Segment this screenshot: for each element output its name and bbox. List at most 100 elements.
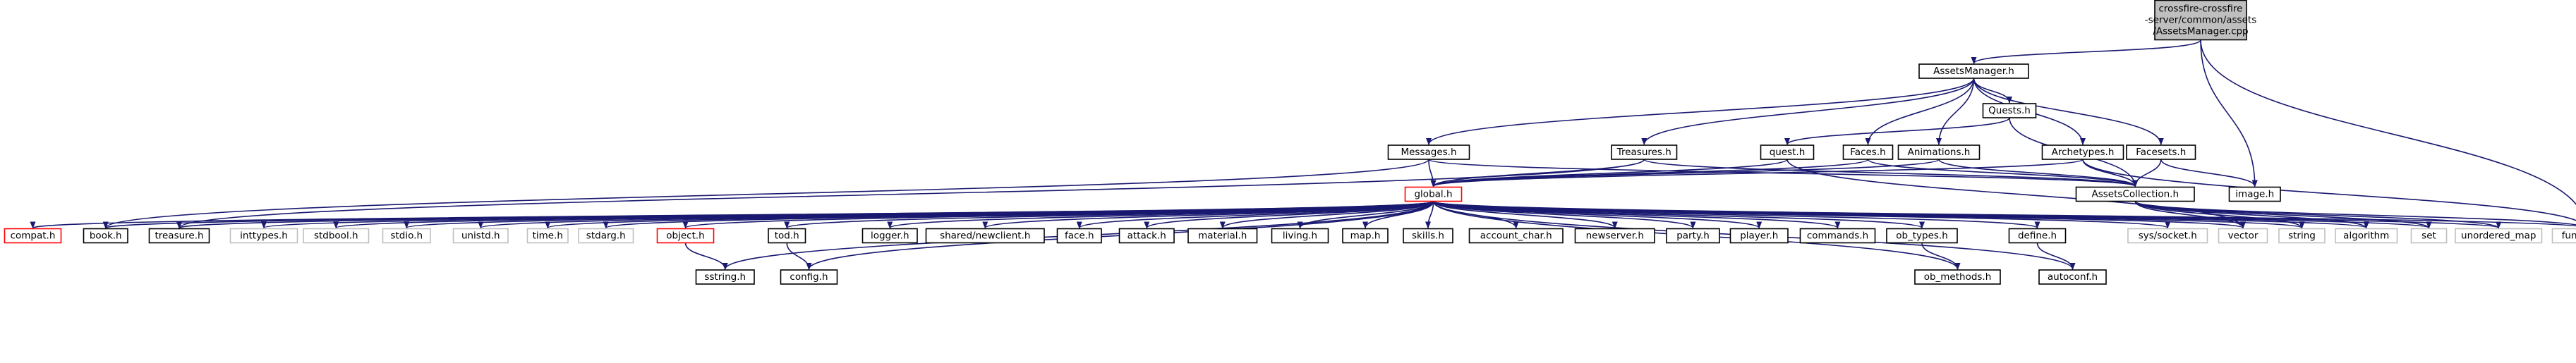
node-newserver_h[interactable]: newserver.h: [1574, 228, 1655, 244]
node-algorithm[interactable]: algorithm: [2335, 228, 2398, 244]
node-commands_h[interactable]: commands.h: [1799, 228, 1876, 244]
node-label-sys_socket_h: sys/socket.h: [2139, 230, 2197, 242]
node-label-vector: vector: [2228, 230, 2258, 242]
node-box-AssetsCollection_h: [2075, 186, 2195, 202]
node-ob_types_h[interactable]: ob_types.h: [1886, 228, 1958, 244]
node-label-quest_h: quest.h: [1770, 147, 1806, 158]
node-living_h[interactable]: living.h: [1271, 228, 1329, 244]
edge-Faces_h-to-global_h: [1430, 159, 1869, 187]
edge-global_h-to-functional: [1432, 200, 2576, 227]
node-label-treasure_h: treasure.h: [155, 230, 203, 242]
node-label-Treasures_h: Treasures.h: [1616, 147, 1671, 158]
node-box-vector: [2218, 228, 2268, 244]
node-box-face_h: [1056, 228, 1102, 244]
node-Quests_h[interactable]: Quests.h: [1982, 103, 2037, 118]
node-label-unistd_h: unistd.h: [461, 230, 500, 242]
node-account_char_h[interactable]: account_char.h: [1468, 228, 1564, 244]
node-image_h[interactable]: image.h: [2228, 186, 2281, 202]
node-label-AssetsManager_h: AssetsManager.h: [1933, 66, 2014, 77]
node-box-Animations_h: [1897, 144, 1981, 160]
node-label-inttypes_h: inttypes.h: [240, 230, 288, 242]
node-player_h[interactable]: player.h: [1729, 228, 1789, 244]
node-box-object_h: [656, 228, 715, 244]
node-label-Messages_h: Messages.h: [1401, 147, 1456, 158]
node-logger_h[interactable]: logger.h: [861, 228, 918, 244]
node-Archetypes_h[interactable]: Archetypes.h: [2041, 144, 2124, 160]
node-label-unordered_map: unordered_map: [2461, 230, 2536, 242]
node-label-time_h: time.h: [533, 230, 563, 242]
node-face_h[interactable]: face.h: [1056, 228, 1102, 244]
node-box-config_h: [780, 269, 838, 285]
node-Messages_h[interactable]: Messages.h: [1387, 144, 1470, 160]
node-label-sstring_h: sstring.h: [704, 271, 746, 283]
node-stdarg_h[interactable]: stdarg.h: [578, 228, 634, 244]
node-set[interactable]: set: [2410, 228, 2448, 244]
node-Animations_h[interactable]: Animations.h: [1897, 144, 1981, 160]
node-box-define_h: [2008, 228, 2067, 244]
node-Treasures_h[interactable]: Treasures.h: [1611, 144, 1678, 160]
node-inttypes_h[interactable]: inttypes.h: [229, 228, 298, 244]
node-sstring_h[interactable]: sstring.h: [695, 269, 755, 285]
edge-Archetypes_h-to-global_h: [1430, 159, 2084, 187]
node-box-Quests_h: [1982, 103, 2037, 118]
node-box-root: [2154, 0, 2247, 41]
node-attack_h[interactable]: attack.h: [1118, 228, 1175, 244]
node-box-autoconf_h: [2038, 269, 2107, 285]
node-box-party_h: [1666, 228, 1720, 244]
node-box-attack_h: [1118, 228, 1175, 244]
node-newclient_h[interactable]: shared/newclient.h: [925, 228, 1045, 244]
node-Facesets_h[interactable]: Facesets.h: [2126, 144, 2196, 160]
node-define_h[interactable]: define.h: [2008, 228, 2067, 244]
node-stdbool_h[interactable]: stdbool.h: [303, 228, 370, 244]
node-label-account_char_h: account_char.h: [1480, 230, 1552, 242]
node-label-Quests_h: Quests.h: [1988, 105, 2031, 116]
node-stdio_h[interactable]: stdio.h: [382, 228, 431, 244]
node-label-stdarg_h: stdarg.h: [586, 230, 626, 242]
node-treasure_h[interactable]: treasure.h: [148, 228, 210, 244]
node-label-book_h: book.h: [90, 230, 122, 242]
node-autoconf_h[interactable]: autoconf.h: [2038, 269, 2107, 285]
edge-global_h-to-face_h: [1076, 200, 1434, 229]
node-root[interactable]: crossfire-crossfire-server/common/assets…: [2145, 0, 2256, 41]
node-party_h[interactable]: party.h: [1666, 228, 1720, 244]
node-label-stdbool_h: stdbool.h: [314, 230, 358, 242]
node-box-treasure_h: [148, 228, 210, 244]
node-Faces_h[interactable]: Faces.h: [1842, 144, 1894, 160]
node-global_h[interactable]: global.h: [1404, 186, 1463, 202]
node-compat_h[interactable]: compat.h: [4, 228, 62, 244]
node-sys_socket_h[interactable]: sys/socket.h: [2127, 228, 2208, 244]
edge-AssetsCollection_h-to-string: [2134, 201, 2305, 229]
edge-Quests_h-to-quest_h: [1784, 117, 2010, 145]
node-unistd_h[interactable]: unistd.h: [452, 228, 509, 244]
node-label-compat_h: compat.h: [11, 230, 56, 242]
node-skills_h[interactable]: skills.h: [1403, 228, 1453, 244]
edge-global_h-to-map_h: [1362, 201, 1434, 229]
node-label-object_h: object.h: [666, 230, 704, 242]
node-AssetsCollection_h[interactable]: AssetsCollection.h: [2075, 186, 2195, 202]
node-material_h[interactable]: material.h: [1187, 228, 1258, 244]
node-AssetsManager_h[interactable]: AssetsManager.h: [1918, 63, 2029, 79]
node-label-party_h: party.h: [1676, 230, 1710, 242]
edge-AssetsManager_h-to-Treasures_h: [1641, 78, 1975, 145]
node-object_h[interactable]: object.h: [656, 228, 715, 244]
node-ob_methods_h[interactable]: ob_methods.h: [1914, 269, 2001, 285]
node-label-logger_h: logger.h: [871, 230, 909, 242]
edge-global_h-to-ob_types_h: [1432, 200, 1925, 229]
node-label-newserver_h: newserver.h: [1586, 230, 1644, 242]
node-functional[interactable]: functional: [2551, 228, 2576, 244]
node-label-living_h: living.h: [1283, 230, 1317, 242]
node-unordered_map[interactable]: unordered_map: [2455, 228, 2543, 244]
node-book_h[interactable]: book.h: [83, 228, 128, 244]
node-time_h[interactable]: time.h: [526, 228, 569, 244]
node-vector[interactable]: vector: [2218, 228, 2268, 244]
node-label-ob_methods_h: ob_methods.h: [1924, 271, 1992, 283]
node-config_h[interactable]: config.h: [780, 269, 838, 285]
node-quest_h[interactable]: quest.h: [1760, 144, 1815, 160]
node-label-stdio_h: stdio.h: [390, 230, 423, 242]
node-string[interactable]: string: [2278, 228, 2326, 244]
node-tod_h[interactable]: tod.h: [768, 228, 806, 244]
node-box-set: [2410, 228, 2448, 244]
node-map_h[interactable]: map.h: [1342, 228, 1389, 244]
node-box-inttypes_h: [229, 228, 298, 244]
nodes-layer: crossfire-crossfire-server/common/assets…: [4, 0, 2576, 285]
